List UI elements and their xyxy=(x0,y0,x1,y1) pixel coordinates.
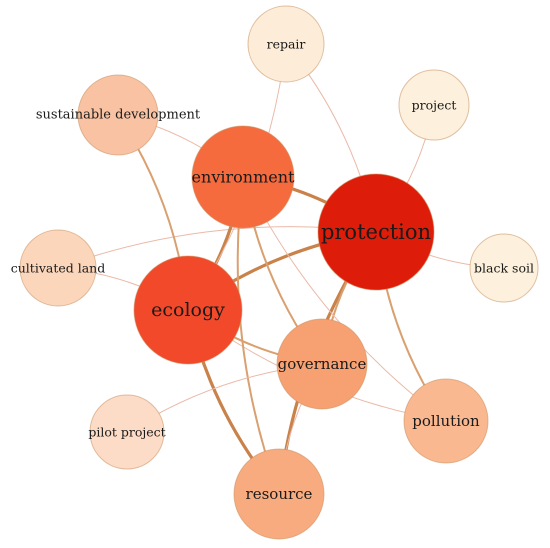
node-circle xyxy=(276,318,368,410)
node-circle xyxy=(469,233,539,303)
node-circle xyxy=(233,448,325,540)
node-label: pollution xyxy=(412,412,480,430)
node-project[interactable]: project xyxy=(398,69,470,141)
node-label: protection xyxy=(321,220,431,244)
node-label: repair xyxy=(267,37,306,52)
nodes-layer: protection ecology environment governance re… xyxy=(11,5,539,540)
node-circle xyxy=(89,394,165,470)
node-cultivated-land[interactable]: cultivated land xyxy=(11,229,105,307)
node-label: environment xyxy=(192,168,295,187)
node-resource[interactable]: resource xyxy=(233,448,325,540)
node-pilot-project[interactable]: pilot project xyxy=(88,394,166,470)
node-circle xyxy=(247,5,325,83)
node-label: cultivated land xyxy=(11,261,105,276)
node-label: black soil xyxy=(474,261,534,276)
node-label: resource xyxy=(246,485,313,503)
node-label: pilot project xyxy=(88,425,165,440)
node-protection[interactable]: protection xyxy=(317,173,435,291)
node-circle xyxy=(398,69,470,141)
node-environment[interactable]: environment xyxy=(191,125,295,229)
node-sustainable-development[interactable]: sustainable development xyxy=(36,74,201,156)
node-black-soil[interactable]: black soil xyxy=(469,233,539,303)
node-circle xyxy=(77,74,159,156)
node-label: sustainable development xyxy=(36,108,201,123)
node-circle xyxy=(403,378,489,464)
node-repair[interactable]: repair xyxy=(247,5,325,83)
node-circle xyxy=(133,255,243,365)
node-circle xyxy=(317,173,435,291)
node-pollution[interactable]: pollution xyxy=(403,378,489,464)
node-label: project xyxy=(412,98,457,113)
node-label: governance xyxy=(278,355,367,373)
node-governance[interactable]: governance xyxy=(276,318,368,410)
node-ecology[interactable]: ecology xyxy=(133,255,243,365)
node-circle xyxy=(19,229,97,307)
node-label: ecology xyxy=(151,299,225,321)
node-circle xyxy=(191,125,295,229)
